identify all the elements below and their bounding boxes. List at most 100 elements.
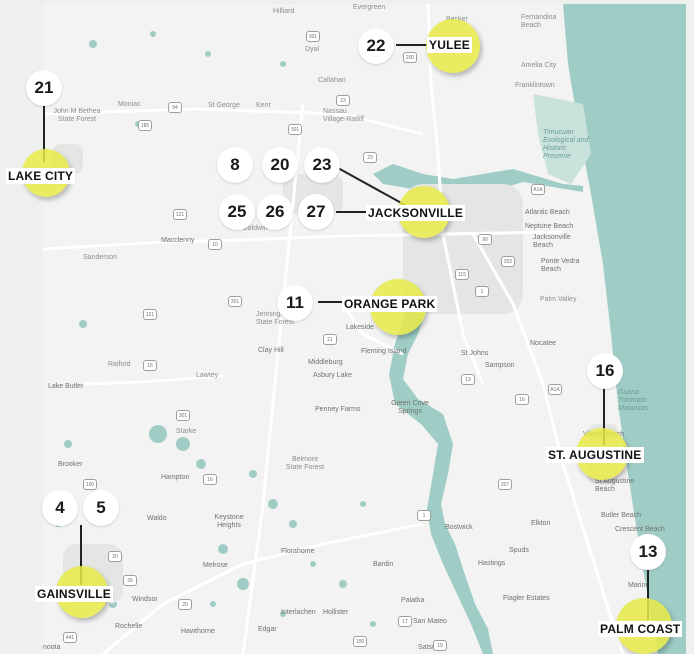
place-label: Flagler Estates — [503, 595, 550, 602]
place-label: Nassau Village-Ratliff — [323, 108, 364, 123]
city-label-orange-park: ORANGE PARK — [342, 296, 438, 312]
highway-shield: 94 — [168, 102, 182, 113]
place-label: Sampson — [485, 362, 515, 369]
place-label: Hollister — [323, 609, 349, 616]
marker-23[interactable]: 23 — [304, 147, 340, 183]
place-label: Raiford — [108, 361, 131, 368]
place-label: noota — [43, 644, 61, 651]
place-label: Clay Hill — [258, 347, 284, 354]
place-label: Middleburg — [308, 359, 343, 366]
city-label-palm-coast: PALM COAST — [598, 621, 683, 637]
place-label: Timucuan Ecological and Historic Preserv… — [543, 129, 589, 160]
highway-shield: 23 — [336, 95, 350, 106]
marker-25[interactable]: 25 — [219, 194, 255, 230]
place-label: Amelia City — [521, 62, 557, 69]
place-label: Palatka — [401, 597, 425, 604]
place-label: St George — [208, 102, 240, 109]
highway-shield: 100 — [83, 479, 97, 490]
highway-shield: 185 — [138, 120, 152, 131]
highway-shield: 301 — [306, 31, 320, 42]
city-label-lake-city: LAKE CITY — [6, 168, 76, 184]
highway-shield: 121 — [143, 309, 157, 320]
marker-5[interactable]: 5 — [83, 490, 119, 526]
place-label: Atlantic Beach — [525, 209, 570, 216]
place-label: John M Bethea State Forest — [53, 108, 101, 123]
highway-shield: 200 — [403, 52, 417, 63]
highway-shield: 1 — [417, 510, 431, 521]
place-label: Marine — [628, 582, 650, 589]
place-label: Dyal — [305, 46, 320, 53]
highway-shield: A1A — [548, 384, 562, 395]
place-label: Florahome — [281, 548, 315, 555]
map-canvas[interactable]: Hilliard Evergreen Becker Fernandina Bea… — [43, 4, 686, 654]
highway-shield: 441 — [63, 632, 77, 643]
marker-26[interactable]: 26 — [257, 194, 293, 230]
highway-shield: 10 — [208, 239, 222, 250]
highway-shield: 301 — [228, 296, 242, 307]
place-label: Macclenny — [161, 237, 195, 244]
place-label: Spuds — [509, 547, 529, 554]
highway-shield: 16 — [203, 474, 217, 485]
city-label-jacksonville: JACKSONVILLE — [366, 205, 466, 221]
place-label: St Augustine Beach — [595, 478, 635, 493]
place-label: Sanderson — [83, 254, 117, 261]
marker-21[interactable]: 21 — [26, 70, 62, 106]
highway-shield: 19 — [433, 640, 447, 651]
city-label-st-augustine: ST. AUGUSTINE — [546, 447, 644, 463]
place-label: Bostwick — [445, 524, 473, 531]
place-label: Butler Beach — [601, 512, 642, 519]
highway-shield: 115 — [455, 269, 469, 280]
highway-shield: 26 — [123, 575, 137, 586]
marker-11[interactable]: 11 — [277, 285, 313, 321]
highway-shield: 90 — [478, 234, 492, 245]
place-label: Edgar — [258, 626, 277, 633]
place-label: Franklintown — [515, 82, 555, 89]
place-label: San Mateo — [413, 618, 447, 625]
highway-shield: 100 — [353, 636, 367, 647]
place-label: Baldwin — [243, 225, 268, 232]
marker-13[interactable]: 13 — [630, 534, 666, 570]
place-label: Satsuma — [418, 644, 446, 651]
place-label: Brooker — [58, 461, 83, 468]
place-label: Penney Farms — [315, 406, 361, 413]
place-label: Kent — [256, 102, 271, 109]
place-label: Fleming Island — [361, 348, 407, 355]
place-label: Rochelle — [115, 623, 143, 630]
marker-22[interactable]: 22 — [358, 28, 394, 64]
highway-shield: 121 — [173, 209, 187, 220]
place-label: Lawtey — [196, 372, 219, 379]
marker-4[interactable]: 4 — [42, 490, 78, 526]
highway-shield: 17 — [398, 616, 412, 627]
place-label: Jennings State Forest — [256, 311, 295, 326]
highway-shield: 207 — [498, 479, 512, 490]
place-label: Fernandina Beach — [521, 14, 557, 29]
place-label: Lake Butler — [48, 383, 84, 390]
highway-shield: 202 — [501, 256, 515, 267]
city-label-yulee: YULEE — [427, 37, 473, 53]
highway-shield: 20 — [178, 599, 192, 610]
place-label: Evergreen — [353, 4, 386, 11]
place-label: Hilliard — [273, 8, 295, 15]
place-label: Elkton — [531, 520, 551, 527]
marker-27[interactable]: 27 — [298, 194, 334, 230]
marker-8[interactable]: 8 — [217, 147, 253, 183]
highway-shield: 16 — [143, 360, 157, 371]
place-label: Keystone Heights — [214, 514, 244, 529]
place-label: Green Cove Springs — [391, 400, 429, 415]
highway-shield: 13 — [461, 374, 475, 385]
place-label: Asbury Lake — [313, 372, 352, 379]
marker-20[interactable]: 20 — [262, 147, 298, 183]
highway-shield: 301 — [176, 410, 190, 421]
place-label: Callahan — [318, 77, 346, 84]
place-label: Hastings — [478, 560, 506, 567]
place-label: Melrose — [203, 562, 228, 569]
place-label: Belmore State Forest — [285, 456, 325, 471]
place-label: Palm Valley — [540, 296, 577, 303]
place-label: Windsor — [132, 596, 158, 603]
highway-shield: A1A — [531, 184, 545, 195]
place-label: Neptune Beach — [525, 223, 574, 230]
city-label-gainsville: GAINSVILLE — [35, 586, 114, 602]
marker-16[interactable]: 16 — [587, 353, 623, 389]
highway-shield: 21 — [323, 334, 337, 345]
place-label: Waldo — [147, 515, 167, 522]
